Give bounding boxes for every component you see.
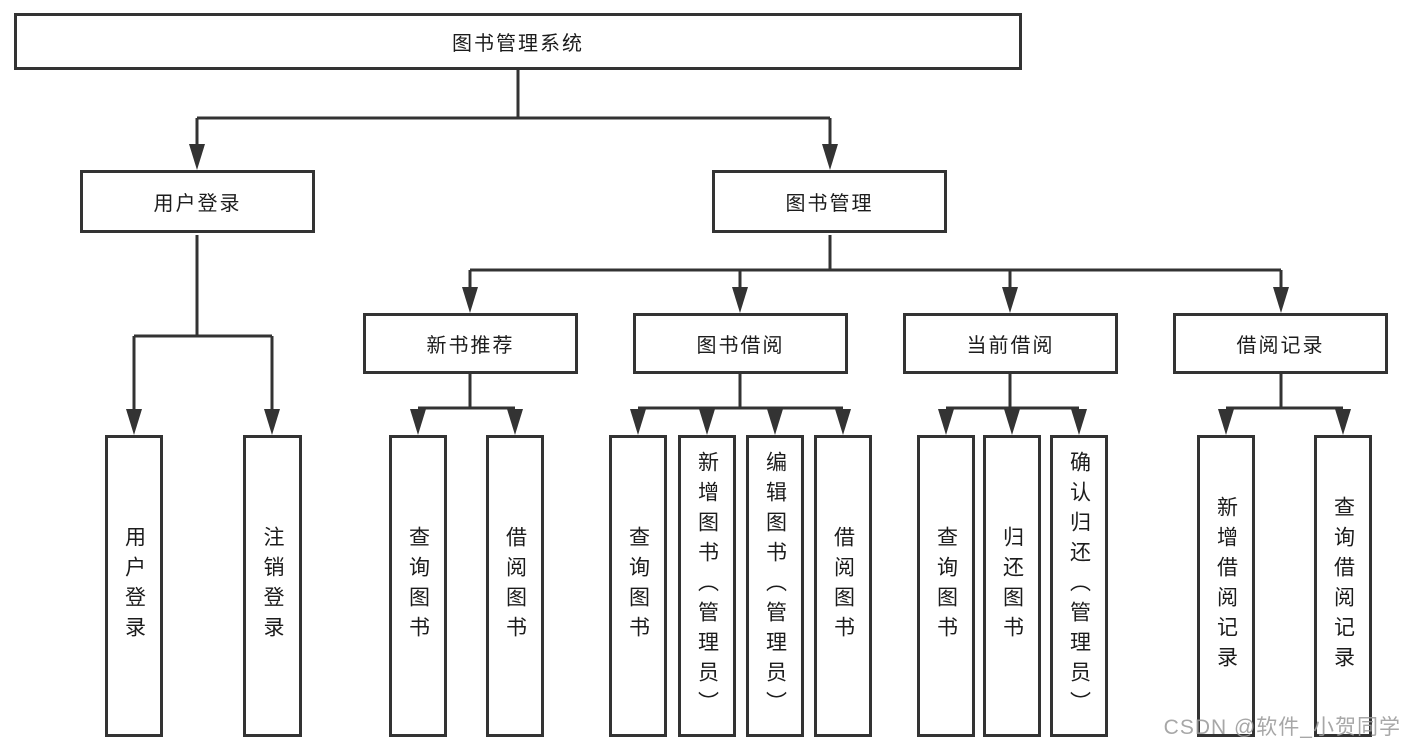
node-book-management: 图书管理 xyxy=(712,170,947,233)
leaf-borrow-edit-book-admin-label: 编辑图书（管理员） xyxy=(763,451,787,721)
leaf-records-add-record-label: 新增借阅记录 xyxy=(1214,496,1238,676)
node-current-borrow-label: 当前借阅 xyxy=(966,335,1055,357)
leaf-borrow-add-book-admin: 新增图书（管理员） xyxy=(678,435,736,737)
node-new-book-recommend-label: 新书推荐 xyxy=(426,335,515,357)
leaf-current-query-book-label: 查询图书 xyxy=(934,526,958,646)
csdn-watermark: CSDN @软件_小贺同学 xyxy=(1163,716,1401,739)
node-user-login-label: 用户登录 xyxy=(153,193,242,215)
leaf-recommend-borrow-book-label: 借阅图书 xyxy=(503,526,527,646)
leaf-borrow-add-book-admin-label: 新增图书（管理员） xyxy=(695,451,719,721)
node-book-borrow: 图书借阅 xyxy=(633,313,848,374)
leaf-records-add-record: 新增借阅记录 xyxy=(1197,435,1255,737)
leaf-borrow-edit-book-admin: 编辑图书（管理员） xyxy=(746,435,804,737)
leaf-current-return-book-label: 归还图书 xyxy=(1000,526,1024,646)
leaf-logout: 注销登录 xyxy=(243,435,302,737)
node-borrow-records: 借阅记录 xyxy=(1173,313,1388,374)
leaf-borrow-query-book: 查询图书 xyxy=(609,435,667,737)
node-root-label: 图书管理系统 xyxy=(452,33,584,55)
node-borrow-records-label: 借阅记录 xyxy=(1236,335,1325,357)
leaf-recommend-query-book-label: 查询图书 xyxy=(406,526,430,646)
leaf-user-login: 用户登录 xyxy=(105,435,163,737)
leaf-current-query-book: 查询图书 xyxy=(917,435,975,737)
leaf-user-login-label: 用户登录 xyxy=(122,526,146,646)
leaf-borrow-borrow-book-label: 借阅图书 xyxy=(831,526,855,646)
leaf-current-confirm-return-admin: 确认归还（管理员） xyxy=(1050,435,1108,737)
leaf-recommend-borrow-book: 借阅图书 xyxy=(486,435,544,737)
leaf-borrow-query-book-label: 查询图书 xyxy=(626,526,650,646)
node-user-login: 用户登录 xyxy=(80,170,315,233)
leaf-records-query-record-label: 查询借阅记录 xyxy=(1331,496,1355,676)
leaf-current-return-book: 归还图书 xyxy=(983,435,1041,737)
leaf-recommend-query-book: 查询图书 xyxy=(389,435,447,737)
node-current-borrow: 当前借阅 xyxy=(903,313,1118,374)
leaf-borrow-borrow-book: 借阅图书 xyxy=(814,435,872,737)
leaf-records-query-record: 查询借阅记录 xyxy=(1314,435,1372,737)
leaf-logout-label: 注销登录 xyxy=(261,526,284,646)
node-book-borrow-label: 图书借阅 xyxy=(696,335,785,357)
node-book-management-label: 图书管理 xyxy=(785,193,874,215)
leaf-current-confirm-return-admin-label: 确认归还（管理员） xyxy=(1067,451,1091,721)
node-root-system: 图书管理系统 xyxy=(14,13,1022,70)
node-new-book-recommend: 新书推荐 xyxy=(363,313,578,374)
